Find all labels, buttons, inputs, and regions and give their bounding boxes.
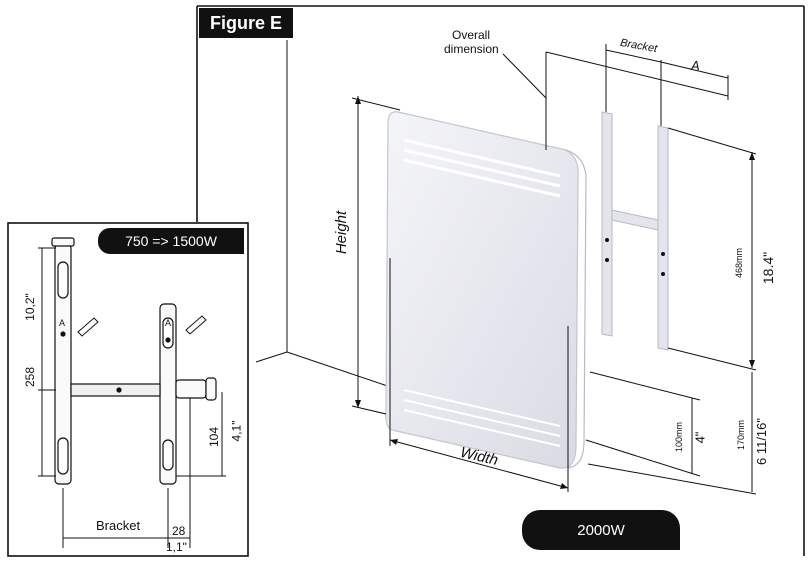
dim-4-in: 4" xyxy=(692,431,708,444)
dim-100mm: 100mm xyxy=(674,421,685,453)
main-brackets xyxy=(601,111,669,351)
dim-10-2-in: 10,2" xyxy=(22,293,37,321)
mark-a-left: A xyxy=(59,318,66,328)
overall-dimension-label: Overall xyxy=(452,28,490,42)
overall-dimension-line2: dimension xyxy=(444,42,499,56)
inset-bracket-drawing xyxy=(51,237,217,485)
overall-dimension-line1: Overall xyxy=(452,28,491,42)
radiator-panel xyxy=(385,111,587,469)
dim-4-1-in: 4,1" xyxy=(229,420,244,442)
frame-lines xyxy=(196,5,805,556)
model-badge-750-1500w: 750 => 1500W xyxy=(98,228,244,254)
model-badge-2000w: 2000W xyxy=(522,510,680,550)
dim-468mm: 468mm xyxy=(734,247,745,279)
dim-6-11-16-in: 6 11/16" xyxy=(754,417,770,466)
main-dimension-lines xyxy=(351,44,757,495)
dim-170mm: 170mm xyxy=(736,419,747,451)
height-label: Height xyxy=(333,210,351,255)
dim-104: 104 xyxy=(207,426,222,448)
dim-1-1-in: 1,1" xyxy=(166,540,187,554)
mark-a-right: A xyxy=(165,318,172,328)
dim-28: 28 xyxy=(172,524,186,538)
pencil-icon xyxy=(77,315,207,337)
bracket-label-inset: Bracket xyxy=(96,518,141,533)
dim-18-4-in: 18.4" xyxy=(760,251,777,285)
dim-258: 258 xyxy=(23,366,38,388)
inset-dimension-lines xyxy=(38,247,226,548)
arrowheads xyxy=(355,96,755,489)
a-label-main: A xyxy=(691,58,700,73)
figure-label: Figure E xyxy=(199,8,293,38)
